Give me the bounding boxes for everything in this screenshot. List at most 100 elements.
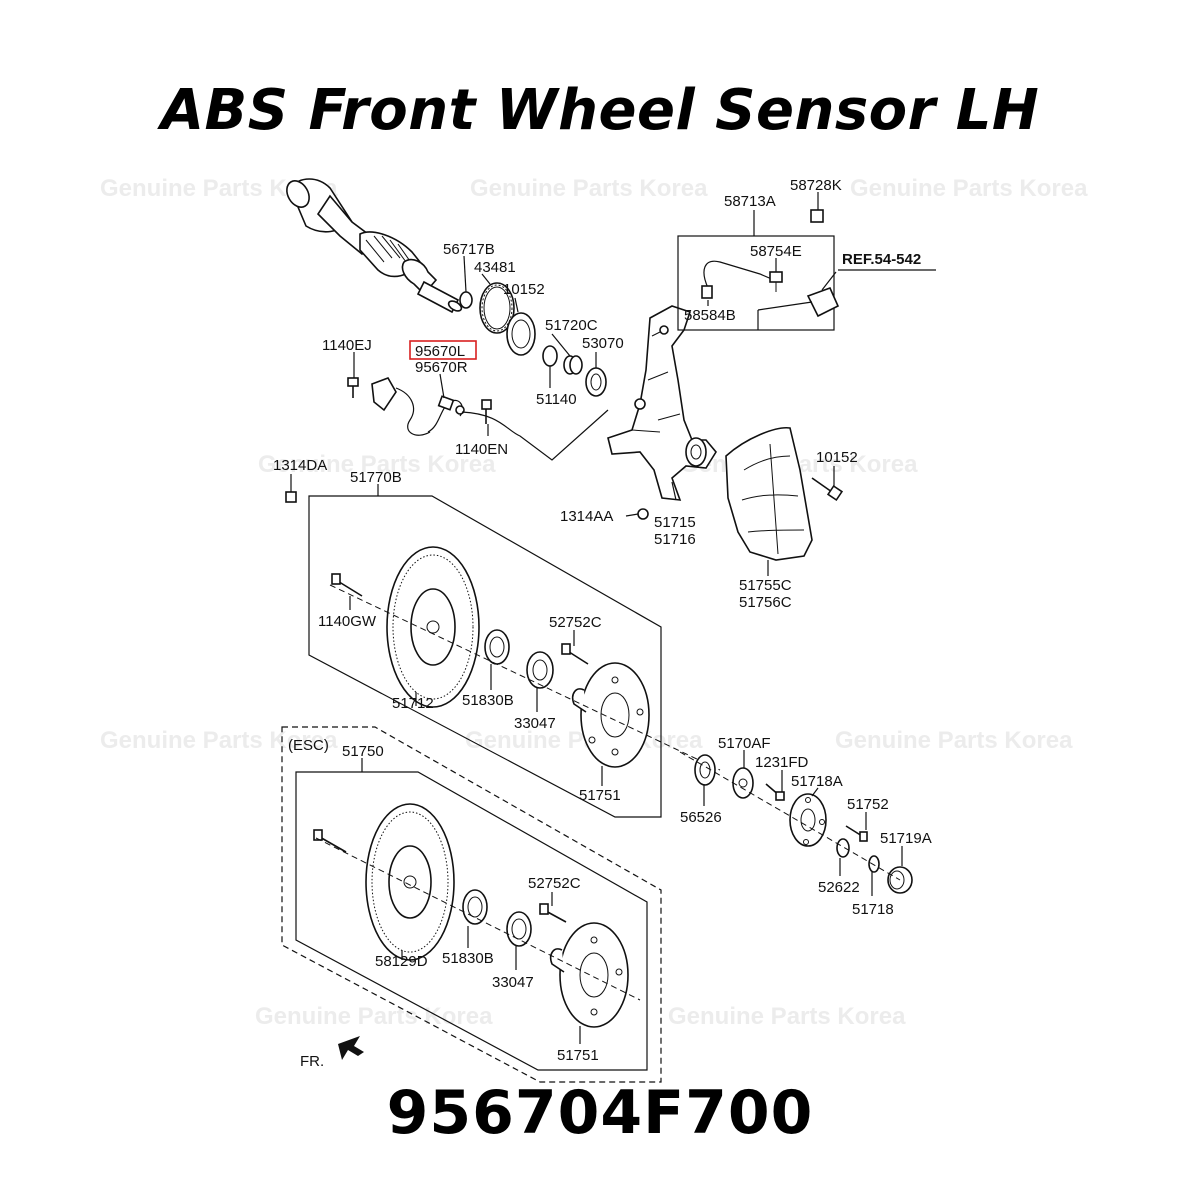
watermark-text: Genuine Parts Korea xyxy=(850,175,1088,202)
part-label-1140ej: 1140EJ xyxy=(322,337,372,354)
leader-lines xyxy=(290,192,903,1044)
part-label-1140en: 1140EN xyxy=(455,441,508,458)
watermark-text: Genuine Parts Korea xyxy=(255,1003,493,1030)
wheel-stud xyxy=(539,903,567,923)
part-label-1314da: 1314DA xyxy=(273,457,327,474)
part-label-58713a: 58713A xyxy=(724,193,776,210)
part-label-51720c: 51720C xyxy=(545,317,598,334)
bolt xyxy=(313,829,347,853)
centre-axis xyxy=(329,584,721,771)
part-label-53070: 53070 xyxy=(582,335,624,352)
bearing xyxy=(506,312,536,356)
bolt xyxy=(765,783,785,801)
watermark-text: Genuine Parts Korea xyxy=(100,727,338,754)
wheel-hub xyxy=(571,662,650,768)
bolt xyxy=(331,573,363,597)
esc-label: (ESC) xyxy=(288,737,329,754)
wheel-stud xyxy=(845,825,868,842)
part-label-1231fd: 1231FD xyxy=(755,754,809,771)
bolt xyxy=(347,377,359,398)
part-label-52752c-upper: 52752C xyxy=(549,614,602,631)
centre-axis xyxy=(679,751,901,881)
part-label-52752c-lower: 52752C xyxy=(528,875,581,892)
nut xyxy=(836,838,850,858)
part-label-58754e: 58754E xyxy=(750,243,802,260)
wheel-hub xyxy=(789,793,827,847)
brake-line-connector xyxy=(757,269,936,330)
part-label-51751-lower: 51751 xyxy=(557,1047,599,1064)
part-label-51751-upper: 51751 xyxy=(579,787,621,804)
brake-hose-assembly xyxy=(677,235,835,331)
part-label-58728k: 58728K xyxy=(790,177,842,194)
part-label-33047-lower: 33047 xyxy=(492,974,534,991)
watermark-text: Genuine Parts Korea xyxy=(258,451,496,478)
abs-wheel-sensor xyxy=(371,377,465,436)
seal xyxy=(462,889,488,925)
part-label-1140gw: 1140GW xyxy=(318,613,377,630)
bolt xyxy=(811,477,844,502)
brake-disc xyxy=(365,803,455,961)
part-label-51830b-lower: 51830B xyxy=(442,950,494,967)
bearing xyxy=(526,651,554,689)
part-label-58584b: 58584B xyxy=(684,307,736,324)
part-label-51718a: 51718A xyxy=(791,773,843,790)
esc-dashed-box xyxy=(281,726,662,1083)
part-labels: 58728K 58713A 58754E REF.54-542 58584B 5… xyxy=(273,177,932,1070)
drive-shaft xyxy=(286,178,463,314)
page-title: ABS Front Wheel Sensor LH xyxy=(160,78,1040,143)
front-direction-arrow-icon xyxy=(338,1036,364,1060)
part-label-52622: 52622 xyxy=(818,879,860,896)
part-label-51755c: 51755C xyxy=(739,577,792,594)
abs-tone-ring xyxy=(479,282,515,334)
part-label-5170af: 5170AF xyxy=(718,735,771,752)
part-label-51712: 51712 xyxy=(392,695,434,712)
part-label-51770b: 51770B xyxy=(350,469,402,486)
group-box-51770b xyxy=(308,495,662,818)
watermark-layer: Genuine Parts Korea Genuine Parts Korea … xyxy=(100,175,1088,1030)
seal-ring xyxy=(542,345,558,367)
hose-clip xyxy=(810,209,824,223)
part-label-51756c: 51756C xyxy=(739,594,792,611)
part-label-51719a: 51719A xyxy=(880,830,932,847)
centre-axis xyxy=(315,837,641,1001)
wheel-hub xyxy=(549,922,629,1028)
part-label-51716: 51716 xyxy=(654,531,696,548)
part-label-95670r: 95670R xyxy=(415,359,468,376)
seal xyxy=(484,629,510,665)
sensor-cable xyxy=(461,409,609,461)
part-label-10152-right: 10152 xyxy=(816,449,858,466)
o-ring xyxy=(459,291,473,309)
part-label-51830b-upper: 51830B xyxy=(462,692,514,709)
nut xyxy=(285,491,297,503)
part-label-95670l: 95670L xyxy=(415,343,465,360)
part-label-51752: 51752 xyxy=(847,796,889,813)
hub-plate xyxy=(732,767,754,799)
tone-ring xyxy=(694,754,716,786)
watermark-text: Genuine Parts Korea xyxy=(470,175,708,202)
part-label-51140: 51140 xyxy=(536,391,577,408)
bearing xyxy=(506,911,532,947)
bolt xyxy=(481,399,492,424)
part-label-51750: 51750 xyxy=(342,743,384,760)
spacer xyxy=(563,355,583,375)
front-direction-label: FR. xyxy=(300,1053,324,1070)
part-label-56717b: 56717B xyxy=(443,241,495,258)
nut xyxy=(637,508,649,520)
part-label-10152-upper: 10152 xyxy=(503,281,545,298)
watermark-text: Genuine Parts Korea xyxy=(668,1003,906,1030)
part-label-1314aa: 1314AA xyxy=(560,508,613,525)
part-label-51718: 51718 xyxy=(852,901,894,918)
part-number: 956704F700 xyxy=(386,1078,814,1148)
dust-shield xyxy=(725,427,813,561)
washer xyxy=(585,367,607,397)
group-box-51750 xyxy=(295,771,648,1071)
part-label-33047-upper: 33047 xyxy=(514,715,556,732)
watermark-text: Genuine Parts Korea xyxy=(835,727,1073,754)
part-label-56526: 56526 xyxy=(680,809,722,826)
part-label-58129d: 58129D xyxy=(375,953,428,970)
brake-disc xyxy=(386,546,480,708)
highlight-box xyxy=(409,340,477,360)
steering-knuckle xyxy=(607,305,717,501)
part-label-ref-54-542: REF.54-542 xyxy=(842,251,921,268)
